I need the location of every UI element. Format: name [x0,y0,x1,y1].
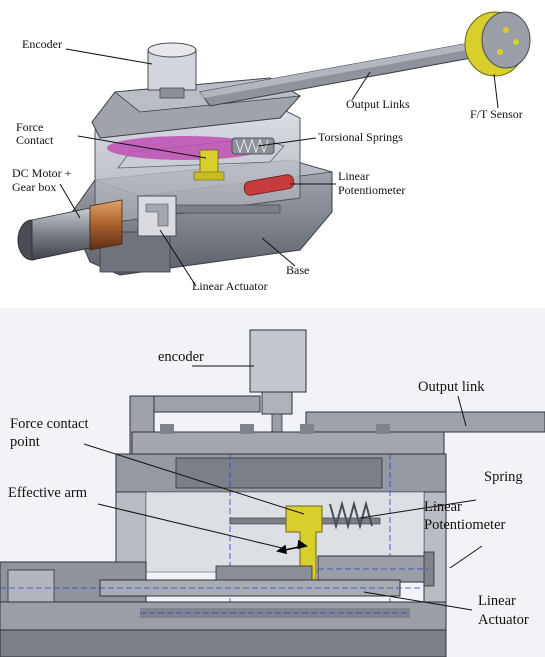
encoder-part [147,42,197,99]
dc-motor-part [17,199,123,261]
label-linear-potentiometer-bottom-line2: Potentiometer [424,517,506,533]
linear-actuator-part [137,195,177,237]
label-output-link: Output link [418,379,485,395]
label-linear-potentiometer-top-line1: Linear [338,169,370,183]
label-encoder-bottom: encoder [158,349,204,365]
label-linear-actuator-top: Linear Actuator [192,279,268,293]
torsional-springs-part [231,137,275,155]
label-effective-arm: Effective arm [8,485,88,501]
transparent-housing-section [115,453,447,608]
housing-top-plate [131,424,445,455]
label-linear-potentiometer-bottom-line1: Linear [424,499,462,515]
isometric-cad-drawing [17,11,531,287]
section-cad-drawing [0,329,545,657]
label-base: Base [286,263,310,277]
label-dc-motor-line1: DC Motor + [12,166,72,180]
label-linear-actuator-bottom-line2: Actuator [478,612,529,628]
label-output-links: Output Links [346,97,410,111]
label-torsional-springs: Torsional Springs [318,130,403,144]
bottom-leader-lines [83,365,483,611]
label-force-contact-line1: Force [16,120,44,134]
encoder-body [249,329,307,445]
section-view-panel: encoder Output link Force contact point … [0,308,545,657]
linear-potentiometer-part [243,174,295,196]
output-link-bar [129,395,545,457]
label-linear-potentiometer-top-line2: Potentiometer [338,183,406,197]
isometric-view-panel: Encoder Output Links F/T Sensor Force Co… [0,0,545,302]
label-force-contact-line2: Contact [16,133,54,147]
section-base [0,601,447,657]
label-linear-actuator-bottom-line1: Linear [478,593,516,609]
ft-sensor-part [464,11,531,77]
label-force-contact-point-line1: Force contact [10,416,89,432]
force-contact-part [193,149,225,181]
label-force-contact-point-line2: point [10,434,40,450]
label-encoder-top: Encoder [22,37,62,51]
effective-arm-arrow [276,539,308,555]
label-dc-motor-line2: Gear box [12,180,57,194]
top-leader-lines [59,48,499,287]
label-spring: Spring [484,469,523,485]
magenta-plate [107,136,263,160]
output-links-part [199,41,483,107]
label-ft-sensor: F/T Sensor [470,107,523,121]
